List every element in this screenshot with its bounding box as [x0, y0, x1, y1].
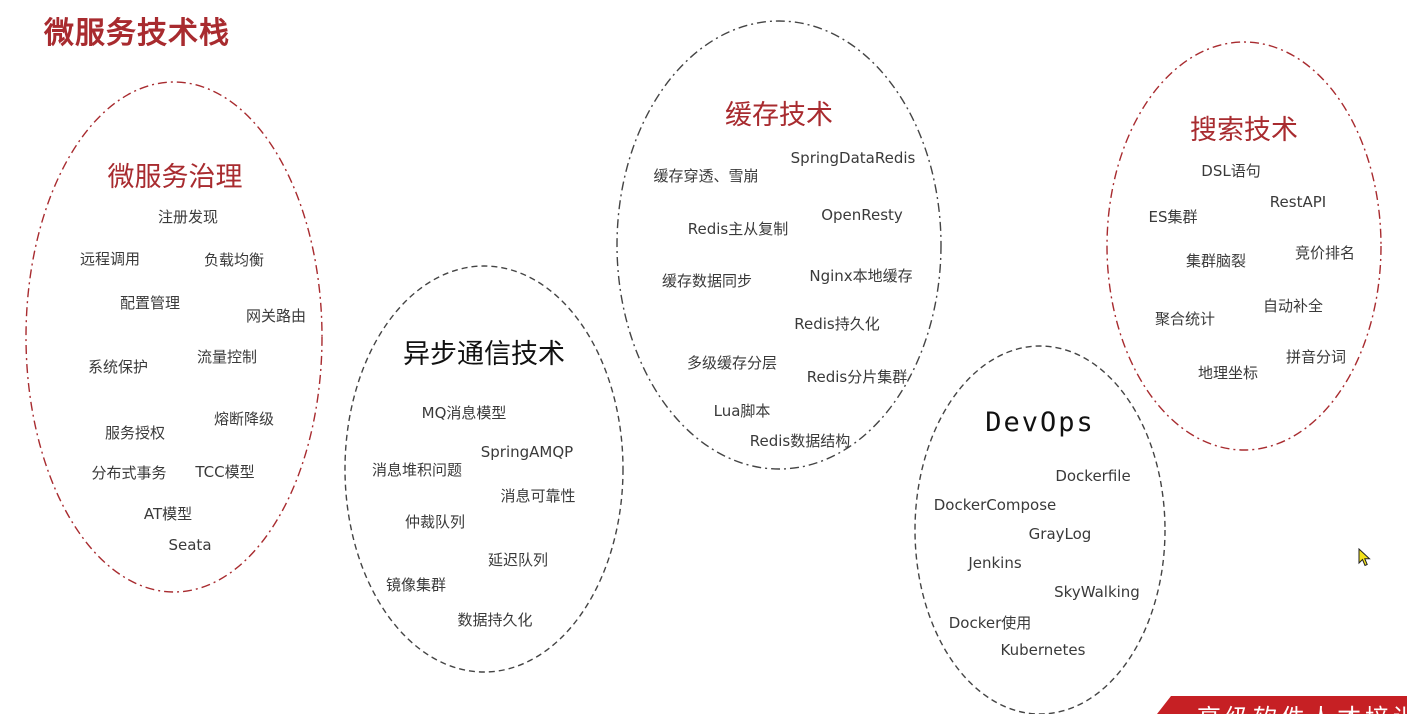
cluster-item: 配置管理: [119, 294, 181, 312]
cluster-item: 仲裁队列: [404, 513, 466, 531]
cluster-item: Seata: [168, 536, 212, 554]
ellipse-microservice-governance: [25, 81, 323, 593]
footer-banner: 高级软件人才培训: [1157, 696, 1407, 714]
cluster-item: SkyWalking: [1054, 583, 1140, 601]
cluster-item: SpringDataRedis: [790, 149, 916, 167]
cluster-item: Kubernetes: [1000, 641, 1086, 659]
cluster-item: 消息堆积问题: [371, 461, 463, 479]
cluster-item: Redis数据结构: [749, 432, 851, 450]
cluster-item: SpringAMQP: [480, 443, 574, 461]
cluster-title: 缓存技术: [725, 100, 833, 131]
cluster-item: ES集群: [1148, 208, 1198, 226]
cluster-item: 系统保护: [87, 358, 149, 376]
cluster-item: 熔断降级: [213, 410, 275, 428]
cluster-item: Redis主从复制: [687, 220, 789, 238]
cluster-item: DSL语句: [1201, 162, 1261, 180]
cluster-item: 延迟队列: [487, 551, 549, 569]
cluster-item: Lua脚本: [713, 402, 771, 420]
cluster-item: 数据持久化: [457, 611, 533, 629]
mouse-cursor-icon: [1358, 548, 1371, 567]
cluster-item: 地理坐标: [1197, 364, 1259, 382]
cluster-item: 网关路由: [245, 307, 307, 325]
ellipse-async-messaging: [344, 265, 624, 673]
ellipse-search: [1106, 41, 1382, 451]
ellipse-cache: [616, 20, 942, 470]
cluster-item: DockerCompose: [933, 496, 1057, 514]
cluster-item: GrayLog: [1028, 525, 1092, 543]
cluster-item: 负载均衡: [203, 251, 265, 269]
cluster-item: 拼音分词: [1285, 348, 1347, 366]
cluster-item: 多级缓存分层: [686, 354, 778, 372]
cluster-item: TCC模型: [195, 463, 255, 481]
cluster-item: 分布式事务: [91, 464, 167, 482]
cluster-item: 镜像集群: [385, 576, 447, 594]
cluster-title: DevOps: [985, 407, 1095, 438]
page-title: 微服务技术栈: [44, 16, 230, 51]
cluster-item: 消息可靠性: [500, 487, 576, 505]
cluster-item: RestAPI: [1269, 193, 1327, 211]
cluster-item: 集群脑裂: [1185, 252, 1247, 270]
cluster-item: Nginx本地缓存: [809, 267, 913, 285]
cluster-item: Docker使用: [948, 614, 1032, 632]
footer-banner-text: 高级软件人才培训: [1197, 698, 1407, 714]
cluster-item: 服务授权: [104, 424, 166, 442]
cluster-item: Redis持久化: [794, 315, 880, 333]
ellipse-devops: [914, 345, 1166, 714]
cluster-item: 自动补全: [1262, 297, 1324, 315]
cluster-item: 竞价排名: [1294, 244, 1356, 262]
cluster-item: 缓存穿透、雪崩: [653, 167, 759, 185]
cluster-item: AT模型: [143, 505, 193, 523]
cluster-item: Jenkins: [968, 554, 1022, 572]
cluster-title: 微服务治理: [107, 162, 243, 193]
cluster-item: 远程调用: [79, 250, 141, 268]
cluster-item: OpenResty: [821, 206, 903, 224]
cluster-item: Dockerfile: [1055, 467, 1131, 485]
cluster-item: MQ消息模型: [421, 404, 507, 422]
cluster-item: 注册发现: [157, 208, 219, 226]
cluster-title: 异步通信技术: [403, 339, 565, 370]
cluster-item: Redis分片集群: [806, 368, 908, 386]
cluster-title: 搜索技术: [1190, 115, 1298, 146]
cluster-item: 聚合统计: [1154, 310, 1216, 328]
cluster-item: 流量控制: [196, 348, 258, 366]
cluster-item: 缓存数据同步: [661, 272, 753, 290]
